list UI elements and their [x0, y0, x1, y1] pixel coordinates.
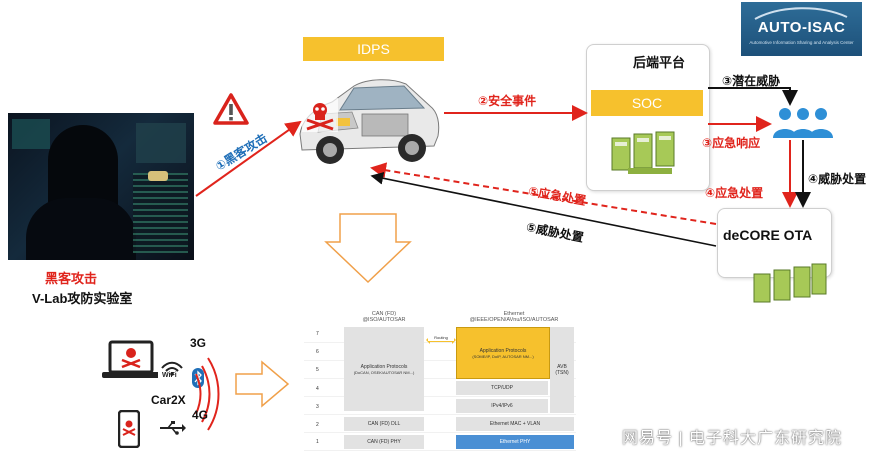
hooded-figure-body — [26, 198, 136, 260]
arrow-potential-threat — [708, 87, 798, 106]
decore-label: deCORE OTA — [723, 227, 813, 243]
eth-application-block: Application Protocols (SOME/IP, DoIP, AU… — [456, 327, 550, 379]
can-application-block: Application Protocols (DoCAN, OSEK/AUTOS… — [344, 327, 424, 411]
layer-number: 7 — [316, 331, 319, 337]
down-arrow-outline — [324, 213, 412, 284]
arrow-threat-handling-5 — [370, 171, 717, 247]
backend-title: 后端平台 — [633, 55, 686, 70]
eth-app-title: Application Protocols — [479, 347, 527, 354]
can-app-title: Application Protocols — [360, 363, 408, 370]
routing-label: Routing — [428, 333, 454, 341]
layer-number: 2 — [316, 422, 319, 428]
analysts-group-icon — [773, 108, 833, 138]
can-dll-block: CAN (FD) DLL — [344, 417, 424, 431]
idps-label: IDPS — [303, 37, 444, 61]
can-app-sub: (DoCAN, OSEK/AUTOSAR NM...) — [353, 369, 415, 375]
arrow-hacker-attack — [195, 120, 302, 197]
code-screen — [133, 173, 188, 253]
layer-number: 1 — [316, 439, 319, 445]
layer-number: 4 — [316, 386, 319, 392]
laptop-icon — [102, 340, 160, 378]
label-emergency-handling-4: ④应急处置 — [705, 186, 764, 200]
hacker-caption-red: 黑客攻击 — [45, 271, 98, 286]
car-thumbnail — [148, 171, 168, 181]
soc-label: SOC — [591, 90, 703, 116]
wifi-icon — [158, 358, 186, 380]
label-4g: 4G — [192, 408, 209, 422]
hacker-photo — [8, 113, 194, 260]
auto-isac-logo: AUTO-ISAC Automotive Information Sharing… — [741, 2, 862, 56]
can-phy-block: CAN (FD) PHY — [344, 435, 424, 449]
signal-waves-icon — [195, 357, 220, 431]
server-cluster-icon — [611, 131, 675, 174]
label-emergency-response: ③应急响应 — [702, 136, 761, 150]
monitor-glow — [136, 123, 186, 163]
ethernet-phy-block: Ethernet PHY — [456, 435, 574, 449]
ipv4-ipv6-block: IPv4/IPv6 — [456, 399, 548, 413]
skull-icon — [302, 98, 338, 132]
layer-number: 3 — [316, 404, 319, 410]
layer-number: 5 — [316, 367, 319, 373]
layer-number: 6 — [316, 349, 319, 355]
right-arrow-outline — [235, 360, 290, 408]
ota-server-cluster-icon — [753, 263, 827, 303]
logo-subtitle: Automotive Information Sharing and Analy… — [749, 40, 854, 45]
label-security-event: ②安全事件 — [478, 94, 537, 108]
ethernet-header: Ethernet @IEEE/OPEN/AVnu/ISO/AUTOSAR — [469, 311, 559, 323]
eth-app-sub: (SOME/IP, DoIP, AUTOSAR NM...) — [472, 353, 534, 359]
hacker-caption-lab: V-Lab攻防实验室 — [32, 291, 133, 306]
monitor-glow — [12, 119, 50, 149]
usb-icon — [160, 421, 186, 435]
warning-icon — [213, 93, 249, 125]
avb-tsn-block: AVB (TSN) — [550, 327, 574, 413]
ethernet-mac-block: Ethernet MAC + VLAN — [456, 417, 574, 431]
watermark: 网易号 | 电子科大广东研究院 — [622, 430, 843, 447]
logo-title: AUTO-ISAC — [757, 19, 846, 36]
logo-swoosh-icon — [754, 7, 848, 20]
label-car2x: Car2X — [151, 393, 186, 407]
label-threat-handling-4: ④威胁处置 — [808, 172, 867, 186]
label-3g: 3G — [190, 336, 207, 350]
tcp-udp-block: TCP/UDP — [456, 381, 548, 395]
phone-icon — [118, 410, 140, 448]
protocol-stack: CAN (FD) @ISO/AUTOSAR Ethernet @IEEE/OPE… — [304, 311, 576, 451]
wifi-text: WiFi — [162, 372, 177, 379]
arrow-emergency-handling-5 — [370, 162, 717, 225]
can-header: CAN (FD) @ISO/AUTOSAR — [362, 311, 406, 323]
label-potential-threat: ③潜在威胁 — [722, 74, 781, 88]
